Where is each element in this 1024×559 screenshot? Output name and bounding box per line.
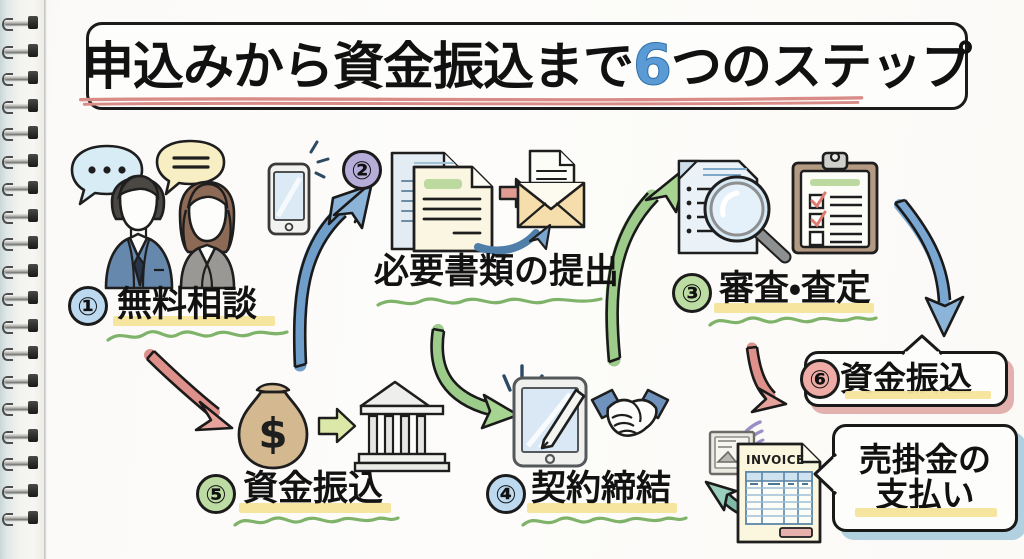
title-box: 申込みから資金振込まで6つのステップ [79, 22, 972, 110]
title-text-before: 申込みから資金振込まで [83, 38, 634, 97]
binding-ring [2, 181, 42, 197]
step-6-label: 資金振込 [840, 358, 972, 398]
tablet-signature-icon [512, 376, 588, 468]
step-2-illustration [380, 145, 586, 260]
step-5-number: ⑤ [196, 474, 236, 514]
binding-ring [2, 153, 42, 169]
green-arrow-icon [317, 407, 357, 444]
step-4-highlight [527, 503, 677, 513]
step-6-callout-tail-icon [900, 334, 944, 357]
document-magnifier-icon [677, 159, 792, 264]
step-6-number: ⑥ [800, 359, 840, 399]
step-1-squiggle-icon [106, 330, 289, 342]
arrow-3-to-6-icon [894, 198, 965, 338]
businesswoman-icon [178, 180, 236, 290]
binding-ring [2, 98, 42, 114]
page-title: 申込みから資金振込まで6つのステップ [83, 37, 972, 97]
binding-ring [2, 511, 42, 527]
money-bag-icon: $ [237, 382, 309, 470]
binding-ring [2, 483, 42, 499]
binding-ring [2, 208, 42, 224]
businessman-icon [104, 174, 174, 290]
blue-curve-arrow-icon [474, 223, 552, 255]
invoice-document-icon: INVOICE [736, 442, 822, 544]
clipboard-checklist-icon [791, 151, 879, 255]
step-3-label: 審査・査定 [719, 269, 871, 309]
step-1-illustration [62, 139, 330, 290]
title-text-after: つのステップ [670, 38, 972, 97]
step-2-squiggle-icon [376, 297, 603, 307]
step-6-highlight [845, 391, 991, 399]
step-5-illustration: $ [235, 368, 451, 473]
svg-text:INVOICE: INVOICE [746, 453, 805, 467]
step-4-number: ④ [486, 474, 526, 514]
title-number-six: 6 [633, 33, 673, 98]
binding-ring [2, 236, 42, 252]
binding-ring [2, 126, 42, 142]
step-4-label: 契約締結 [531, 469, 672, 509]
step-3-highlight [714, 303, 874, 313]
binding-ring [2, 263, 42, 279]
notebook-binding-edge [44, 0, 47, 559]
payment-callout-text: 売掛金の 支払い [859, 440, 991, 514]
bank-building-icon [353, 380, 451, 473]
binding-ring [2, 43, 42, 59]
step-1-number: ① [68, 286, 108, 326]
binding-ring [2, 16, 42, 31]
payment-callout-tail-icon [813, 452, 839, 496]
step-1-label: 無料相談 [117, 285, 258, 325]
step-4-illustration [500, 360, 680, 470]
binding-ring [2, 318, 42, 334]
binding-ring [2, 373, 42, 389]
step-3-number: ③ [672, 273, 712, 313]
envelope-icon [516, 149, 586, 229]
binding-ring [2, 456, 42, 472]
step-3-squiggle-icon [708, 316, 878, 327]
step-5-label: 資金振込 [243, 469, 384, 509]
step-3-illustration [665, 145, 895, 264]
step-2-number: ② [342, 150, 382, 190]
step-1-highlight [113, 316, 275, 326]
handshake-icon [590, 388, 670, 437]
step-4-squiggle-icon [521, 516, 688, 527]
step-2-label: 必要書類の提出 [374, 252, 620, 292]
step-5-highlight [239, 503, 391, 513]
step-5-squiggle-icon [233, 516, 400, 527]
svg-text:$: $ [258, 409, 287, 458]
binding-ring [2, 346, 42, 362]
arrow-1-to-5-icon [144, 349, 234, 432]
binding-ring [2, 291, 42, 307]
smartphone-icon [267, 140, 330, 236]
binding-ring [2, 71, 42, 87]
arrow-6-to-invoice-icon [745, 342, 788, 414]
binding-ring [2, 428, 42, 444]
documents-icon [390, 151, 494, 253]
payment-callout-highlight [855, 508, 997, 517]
title-underline-icon [79, 96, 864, 106]
binding-ring [2, 401, 42, 417]
